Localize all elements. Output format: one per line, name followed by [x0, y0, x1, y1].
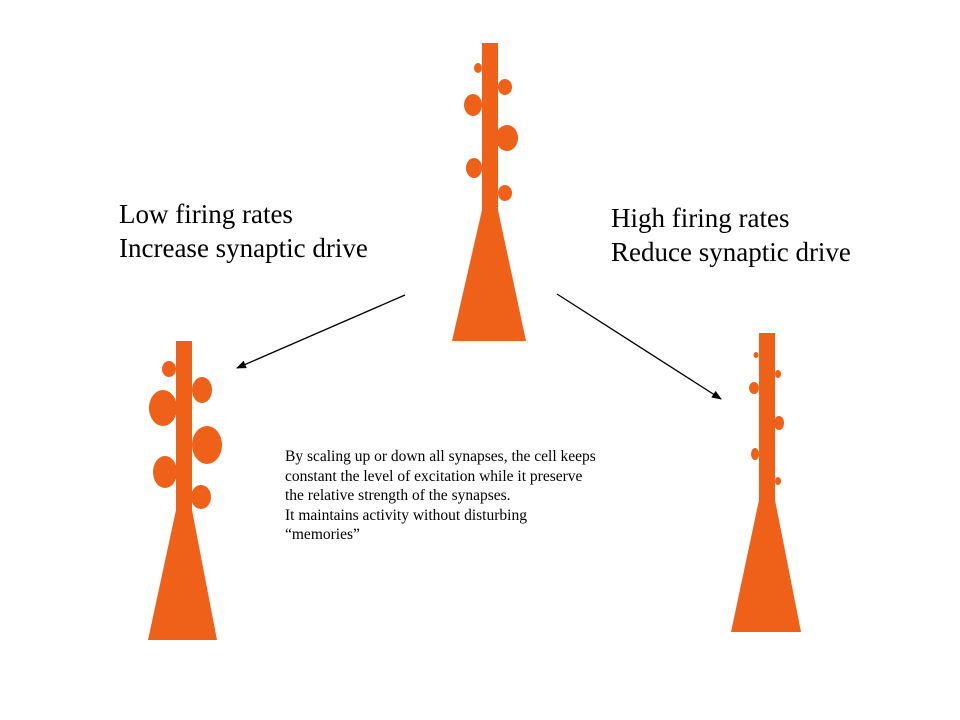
center-dendrite-shaft	[482, 43, 498, 215]
left-neuron-scaled-up	[148, 341, 222, 640]
right-spine-5	[751, 448, 759, 460]
right-soma	[731, 500, 801, 632]
left-spine-6	[191, 485, 211, 509]
center-spine-2	[498, 79, 512, 95]
center-spine-5	[466, 158, 482, 178]
right-spine-3	[749, 382, 759, 394]
note-line-4: It maintains activity without disturbing	[285, 506, 527, 524]
note-line-5: “memories”	[285, 526, 360, 543]
right-spine-2	[775, 370, 781, 378]
note-line-2: constant the level of excitation while i…	[285, 467, 583, 485]
right-spine-4	[774, 416, 784, 430]
high-firing-caption: High firing rates Reduce synaptic drive	[611, 201, 851, 269]
reduce-drive-text: Reduce synaptic drive	[611, 237, 851, 267]
right-dendrite-shaft	[759, 333, 775, 505]
center-spine-3	[464, 94, 482, 116]
low-firing-title: Low firing rates	[119, 199, 293, 229]
note-line-1: By scaling up or down all synapses, the …	[285, 448, 596, 465]
scaling-explanation-note: By scaling up or down all synapses, the …	[285, 447, 596, 545]
right-spine-6	[775, 477, 781, 485]
right-neuron-scaled-down	[731, 333, 801, 632]
center-spine-1	[474, 63, 482, 73]
center-soma	[452, 210, 526, 341]
left-soma	[148, 510, 217, 640]
arrow-to-right-neuron	[556, 293, 722, 400]
right-spine-1	[753, 352, 759, 358]
center-spine-6	[498, 185, 512, 201]
low-firing-caption: Low firing rates Increase synaptic drive	[119, 197, 368, 265]
left-dendrite-shaft	[176, 341, 192, 516]
left-spine-2	[192, 377, 212, 403]
center-spine-4	[496, 125, 518, 151]
left-spine-1	[162, 361, 176, 377]
high-firing-title: High firing rates	[611, 203, 790, 233]
note-line-3: the relative strength of the synapses.	[285, 487, 511, 504]
left-spine-4	[192, 426, 222, 464]
left-spine-5	[153, 456, 177, 488]
center-neuron	[452, 43, 526, 341]
arrow-to-left-neuron	[236, 294, 406, 369]
increase-drive-text: Increase synaptic drive	[119, 233, 368, 263]
left-spine-3	[149, 390, 177, 426]
